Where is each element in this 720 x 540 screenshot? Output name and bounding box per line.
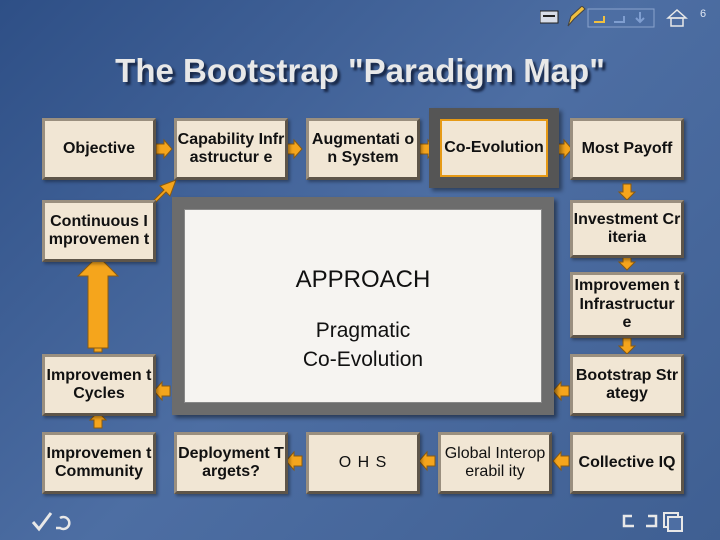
menu-icon[interactable] (540, 10, 559, 24)
pencil-icon[interactable] (567, 6, 586, 27)
improvement-infrastructure-box: Improvemen t Infrastructur e (570, 272, 684, 338)
checkmark-icon[interactable] (30, 510, 90, 532)
global-interoperability-box: Global Interoperabil ity (438, 432, 552, 494)
arrow-left (552, 380, 570, 402)
arrow-right (285, 138, 303, 160)
arrow-left (552, 450, 570, 472)
arrow-up-long (76, 255, 120, 349)
approach-frame: APPROACH Pragmatic Co-Evolution (172, 197, 554, 415)
arrow-left (153, 380, 171, 402)
arrow-left (418, 450, 436, 472)
augmentation-system-box: Augmentati on System (306, 118, 420, 180)
back-icon[interactable] (594, 16, 605, 23)
arrow-diagonal (153, 179, 177, 203)
toolbar (540, 6, 688, 28)
improvement-community-box: Improvemen t Community (42, 432, 156, 494)
continuous-improvement-box: Continuous Improvemen t (42, 200, 156, 262)
approach-subtitle: Pragmatic Co-Evolution (185, 316, 541, 375)
download-icon[interactable] (635, 12, 645, 24)
approach-line-2: Co-Evolution (302, 348, 424, 372)
capability-infrastructure-box: Capability Infrastructur e (174, 118, 288, 180)
coevolution-frame: Co-Evolution (429, 108, 559, 188)
forward-icon[interactable] (614, 16, 625, 23)
deployment-targets-box: Deployment Targets? (174, 432, 288, 494)
page-title: The Bootstrap "Paradigm Map" (115, 52, 605, 89)
approach-heading: APPROACH (295, 266, 431, 293)
approach-panel: APPROACH Pragmatic Co-Evolution (184, 209, 542, 403)
arrow-left (285, 450, 303, 472)
ohs-box: O H S (306, 432, 420, 494)
arrow-down (617, 183, 637, 201)
most-payoff-box: Most Payoff (570, 118, 684, 180)
bootstrap-strategy-box: Bootstrap Strategy (570, 354, 684, 416)
home-icon[interactable] (666, 8, 688, 27)
improvement-cycles-box: Improvemen t Cycles (42, 354, 156, 416)
approach-line-1: Pragmatic (315, 319, 411, 342)
investment-criteria-box: Investment Criteria (570, 200, 684, 258)
page-number: 6 (700, 8, 707, 20)
arrow-right (155, 138, 173, 160)
coevolution-box: Co-Evolution (440, 119, 548, 177)
arrow-up (88, 411, 108, 429)
collective-iq-box: Collective IQ (570, 432, 684, 494)
return-icon[interactable] (620, 510, 690, 534)
objective-box: Objective (42, 118, 156, 180)
arrow-down (617, 337, 637, 355)
